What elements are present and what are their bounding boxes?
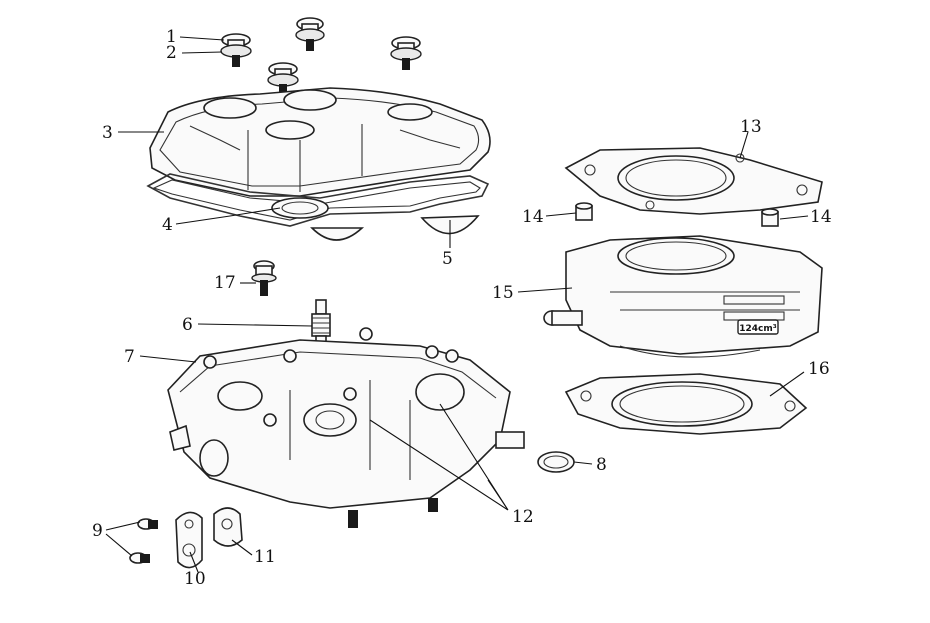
cylinder-head-cover	[149, 87, 491, 197]
cap-bolt-1	[220, 33, 252, 67]
cap-bolt-3	[390, 36, 422, 70]
cylinder-marking: 124cm³	[739, 324, 776, 334]
callout-1: 1	[166, 27, 177, 47]
cap-bolt-2	[295, 17, 325, 51]
cylinder-base-gasket	[564, 373, 808, 435]
cap-bolt-4	[267, 62, 299, 94]
callout-10: 10	[184, 569, 206, 589]
stud-upper	[137, 518, 158, 530]
head-gasket	[564, 147, 823, 215]
callout-14-right: 14	[810, 207, 832, 227]
callout-3: 3	[102, 123, 113, 143]
callout-15: 15	[492, 283, 514, 303]
cylinder-block: 124cm³	[543, 235, 823, 358]
callout-12: 12	[512, 507, 534, 527]
cover-gasket	[146, 173, 490, 227]
callout-16: 16	[808, 359, 830, 379]
callout-6: 6	[182, 315, 193, 335]
callout-7: 7	[124, 347, 135, 367]
callout-17: 17	[214, 273, 236, 293]
cylinder-head	[167, 327, 525, 528]
spark-plug	[311, 299, 331, 347]
dowel-pin-left	[575, 202, 593, 221]
callout-5: 5	[442, 249, 453, 269]
callout-14-left: 14	[522, 207, 544, 227]
insulator-cap	[537, 451, 575, 473]
callout-4: 4	[162, 215, 173, 235]
callout-labels: 1 2 3 4 5 6 7 8 9 10 11 12 13 14 14 15 1…	[92, 27, 832, 589]
callout-13: 13	[740, 117, 762, 137]
stud-lower	[129, 552, 150, 564]
dowel-pin-right	[761, 208, 779, 227]
cam-seal	[310, 215, 480, 241]
callout-8: 8	[596, 455, 607, 475]
callout-2: 2	[166, 43, 177, 63]
intake-gasket	[175, 511, 203, 569]
leader-lines	[105, 36, 809, 573]
flange-bolt	[251, 260, 277, 296]
callout-11: 11	[254, 547, 276, 567]
callout-9: 9	[92, 521, 103, 541]
insulator-gasket	[213, 507, 243, 547]
